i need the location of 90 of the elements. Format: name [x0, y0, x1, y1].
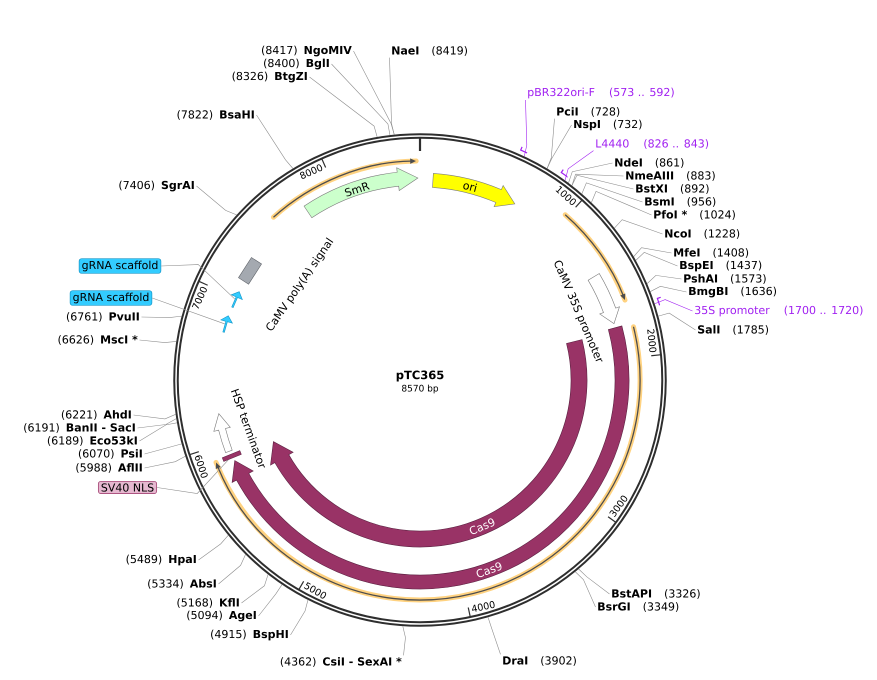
enzyme-label: (5168) KflI [177, 598, 239, 608]
leader-line [568, 162, 613, 184]
tick-label: 4000 [472, 601, 495, 612]
leader-line [241, 574, 268, 604]
enzyme-label: (6761) PvuII [66, 312, 139, 322]
leader-line [636, 252, 678, 266]
enzyme-label: BspEI (1437) [680, 260, 762, 272]
plasmid-size: 8570 bp [402, 384, 438, 394]
enzyme-label: (8326) BtgZI [232, 72, 307, 82]
leader-line [331, 64, 390, 136]
enzyme-label: (7822) BsaHI [178, 110, 254, 120]
leader-line [389, 57, 395, 135]
feature-tag: gRNA scaffold [70, 290, 152, 306]
enzyme-label: (5094) AgeI [187, 610, 256, 622]
leader-line [575, 571, 596, 608]
leader-line [144, 456, 186, 468]
enzyme-label: (6189) Eco53kI [48, 436, 137, 446]
enzyme-label: (6626) MscI * [58, 335, 138, 345]
tick-label: 2000 [647, 329, 656, 352]
leader-line [633, 247, 672, 257]
leader-line [156, 460, 229, 494]
enzyme-label: BsmI (956) [645, 197, 716, 207]
leader-line [258, 584, 282, 616]
leader-line [578, 568, 610, 594]
enzyme-label: (4362) CsiI - SexAI * [280, 657, 402, 667]
enzyme-label: NaeI (8419) [392, 46, 467, 56]
feature-bar [222, 450, 242, 462]
enzyme-label: (5988) AflII [76, 463, 142, 473]
leader-line [256, 114, 294, 169]
leader-line [196, 186, 237, 216]
leader-line [139, 340, 177, 343]
leader-line [591, 190, 652, 216]
enzyme-label: (6070) PsiI [78, 449, 142, 459]
feature-arc: ori [432, 173, 516, 207]
leader-line [564, 150, 594, 181]
leader-line [646, 275, 682, 284]
leader-line [137, 418, 177, 428]
enzyme-label: MfeI (1408) [674, 248, 748, 258]
leader-line [546, 124, 572, 169]
primer-label: 35S promoter (1700 .. 1720) [695, 306, 862, 316]
primer-label: L4440 (826 .. 843) [596, 139, 708, 149]
enzyme-label: (4915) BspHI [211, 630, 288, 640]
leader-line [198, 534, 229, 560]
leader-line [614, 219, 663, 234]
feature-tag: SV40 NLS [98, 480, 158, 494]
leader-line [133, 414, 176, 420]
enzyme-label: NdeI (861) [615, 158, 684, 168]
leader-line [152, 298, 226, 324]
leader-line [144, 444, 182, 454]
leader-line [546, 118, 555, 169]
leader-line [488, 616, 501, 655]
enzyme-label: (6191) BanII - SacI [24, 423, 135, 433]
enzyme-label: DraI (3902) [503, 656, 576, 666]
leader-line [218, 554, 246, 584]
enzyme-label: BstXI (892) [636, 184, 709, 194]
leader-line [658, 312, 696, 330]
leader-line [524, 100, 528, 157]
tick-label: 7000 [192, 286, 207, 309]
primer-label: pBR322ori-F (573 .. 592) [528, 88, 674, 98]
leader-line [654, 299, 693, 312]
enzyme-label: BmgBI (1636) [689, 286, 776, 298]
leader-line [290, 600, 308, 636]
enzyme-label: (6221) AhdI [62, 410, 131, 420]
leader-line [309, 76, 378, 138]
leader-line [582, 182, 643, 202]
enzyme-label: (5334) AbsI [148, 579, 216, 589]
feature-marker [230, 291, 243, 308]
tick-label: 6000 [195, 455, 208, 478]
enzyme-label: BsrGI (3349) [598, 602, 678, 612]
leader-line [572, 174, 634, 190]
enzyme-label: (8417) NgoMIV [262, 46, 352, 56]
enzyme-label: PfoI * (1024) [654, 210, 735, 220]
plasmid-name: pTC365 [396, 370, 444, 382]
enzyme-label: NspI (732) [574, 120, 642, 130]
enzyme-label: BstAPI (3326) [612, 589, 700, 599]
feature-tag: gRNA scaffold [78, 258, 162, 274]
leader-line [572, 174, 624, 186]
enzyme-label: (7406) SgrAI [119, 180, 194, 192]
enzyme-label: NmeAIII (883) [626, 171, 715, 181]
leader-line [402, 626, 406, 656]
enzyme-label: (8400) BglI [264, 58, 329, 70]
enzyme-label: PciI (728) [557, 107, 620, 117]
enzyme-label: NcoI (1228) [665, 229, 740, 239]
leader-line [353, 50, 395, 135]
leader-line [141, 316, 182, 318]
enzyme-label: (5489) HpaI [126, 554, 196, 566]
leader-line [139, 422, 178, 442]
enzyme-label: PshAI (1573) [684, 274, 766, 284]
enzyme-label: SalI (1785) [698, 325, 768, 335]
leader-line [650, 286, 687, 292]
